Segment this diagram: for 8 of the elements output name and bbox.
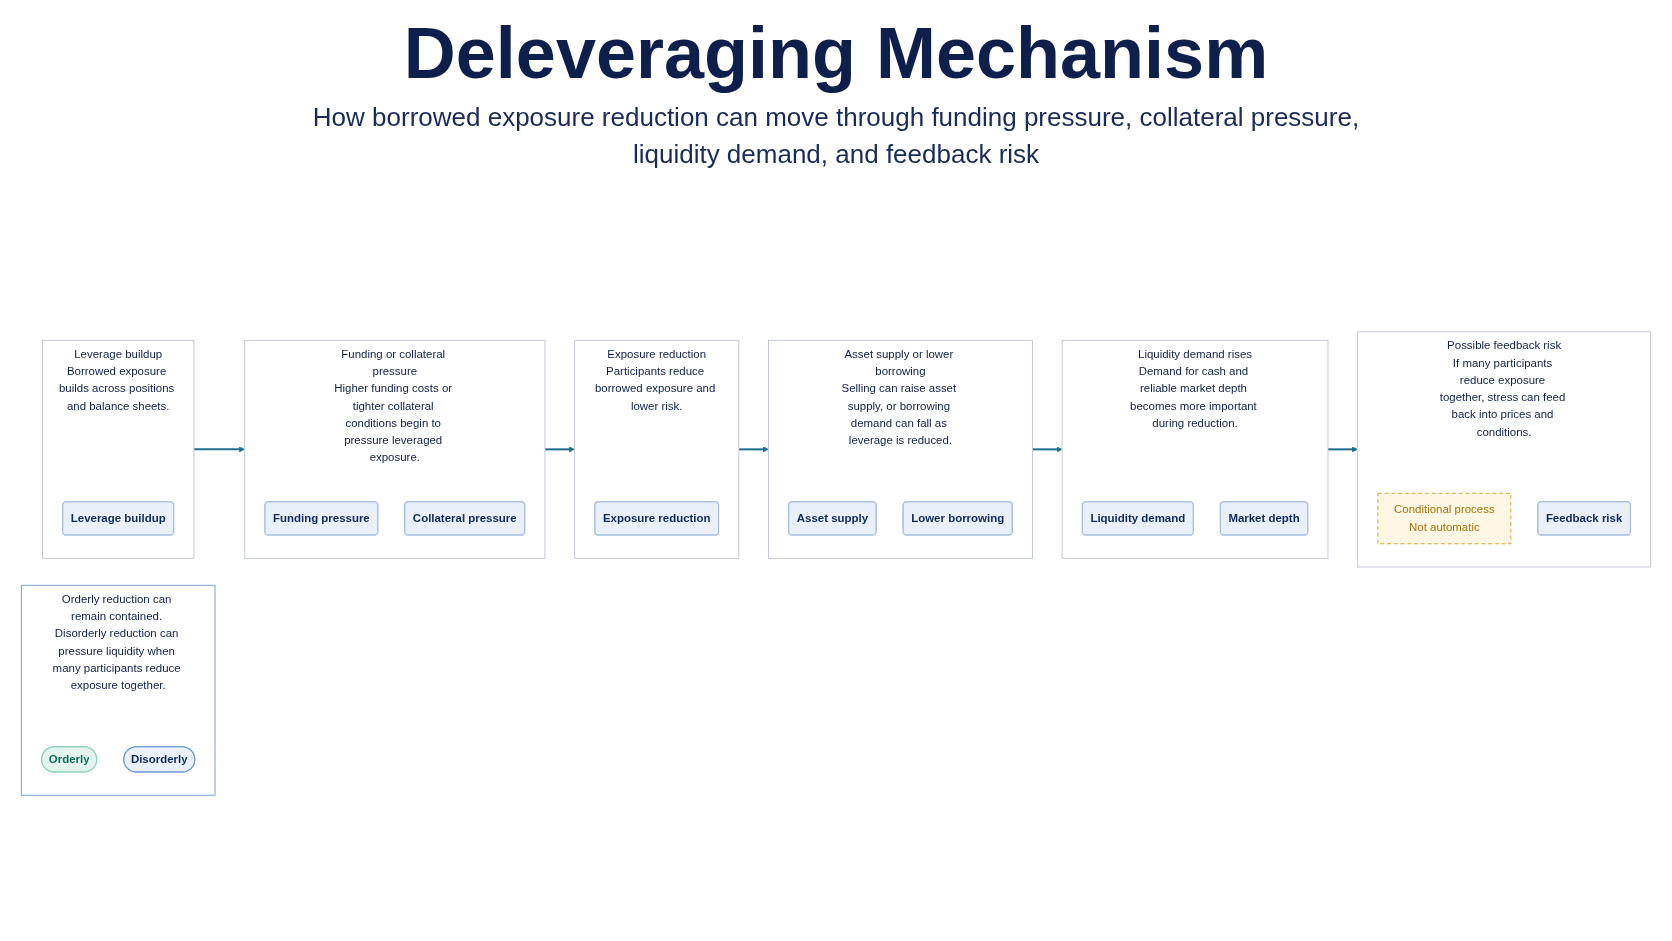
arrow bbox=[193, 446, 245, 453]
arrow bbox=[738, 446, 769, 453]
arrow bbox=[1328, 446, 1358, 453]
arrow bbox=[1032, 446, 1063, 453]
arrow bbox=[544, 446, 575, 453]
node-box: Conditional process Not automatic bbox=[1377, 492, 1512, 545]
subtitle-text: How borrowed exposure reduction can move through funding pressure, collateral pressure, liquidity demand, and feedback risk bbox=[311, 101, 1361, 171]
diagram-title: Deleveraging Mechanism bbox=[403, 14, 1269, 94]
